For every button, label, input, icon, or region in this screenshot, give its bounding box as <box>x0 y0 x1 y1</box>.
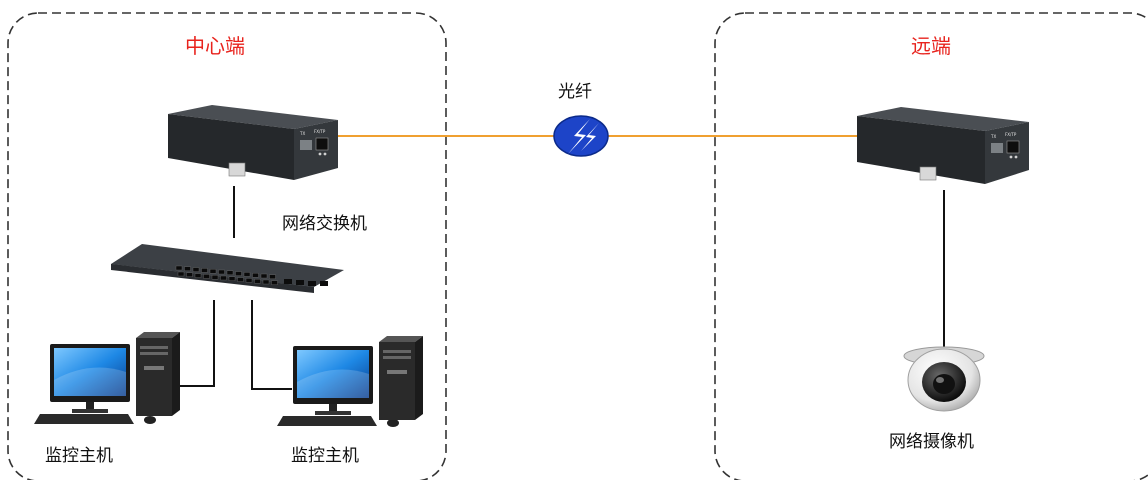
switch-port <box>192 267 200 272</box>
switch-port <box>220 275 227 281</box>
remote-zone-border <box>714 12 1148 480</box>
center-zone-border <box>7 12 447 480</box>
switch-port-array <box>175 265 278 285</box>
remote-converter-port-tx: TX <box>990 134 996 139</box>
host-2-label: 监控主机 <box>291 446 359 466</box>
fiber-link-label: 光纤 <box>558 82 592 102</box>
switch-port <box>228 276 236 281</box>
center-converter-port-fx: FX/TP <box>314 129 326 134</box>
host-1-label: 监控主机 <box>45 446 113 466</box>
center-converter-port-tx: TX <box>299 131 305 136</box>
switch-port <box>175 265 183 271</box>
switch-port <box>177 271 185 277</box>
switch-port <box>209 269 217 274</box>
switch-port <box>203 274 210 279</box>
switch-port <box>211 275 219 280</box>
switch-port <box>226 270 234 275</box>
switch-port <box>243 272 251 277</box>
fiber-lightning-icon <box>553 115 609 157</box>
camera-label: 网络摄像机 <box>889 432 974 452</box>
switch-port <box>245 278 253 283</box>
monitoring-host-2 <box>277 336 423 427</box>
remote-converter-port-fx: FX/TP <box>1005 132 1017 137</box>
remote-media-converter: TX FX/TP <box>857 107 1029 184</box>
switch-port <box>186 272 193 277</box>
switch-port <box>254 279 261 284</box>
switch-port <box>252 273 259 278</box>
switch-to-host1-line <box>180 300 215 387</box>
switch-port <box>218 269 225 275</box>
remote-zone-title: 远端 <box>911 34 951 58</box>
switch-port <box>271 280 278 285</box>
switch-to-host2-line <box>251 300 292 390</box>
switch-port <box>194 273 202 278</box>
network-dome-camera <box>903 346 985 412</box>
switch-port <box>260 273 268 279</box>
switch-port <box>235 271 242 276</box>
switch-port <box>237 277 244 282</box>
center-media-converter: TX FX/TP <box>168 105 338 180</box>
switch-port <box>201 268 208 273</box>
switch-port <box>184 266 191 271</box>
monitoring-host-1 <box>34 332 180 424</box>
switch-port <box>269 274 276 279</box>
center-zone-title: 中心端 <box>185 34 245 58</box>
network-switch <box>111 244 344 293</box>
switch-port <box>262 279 270 285</box>
switch-label: 网络交换机 <box>282 214 367 234</box>
